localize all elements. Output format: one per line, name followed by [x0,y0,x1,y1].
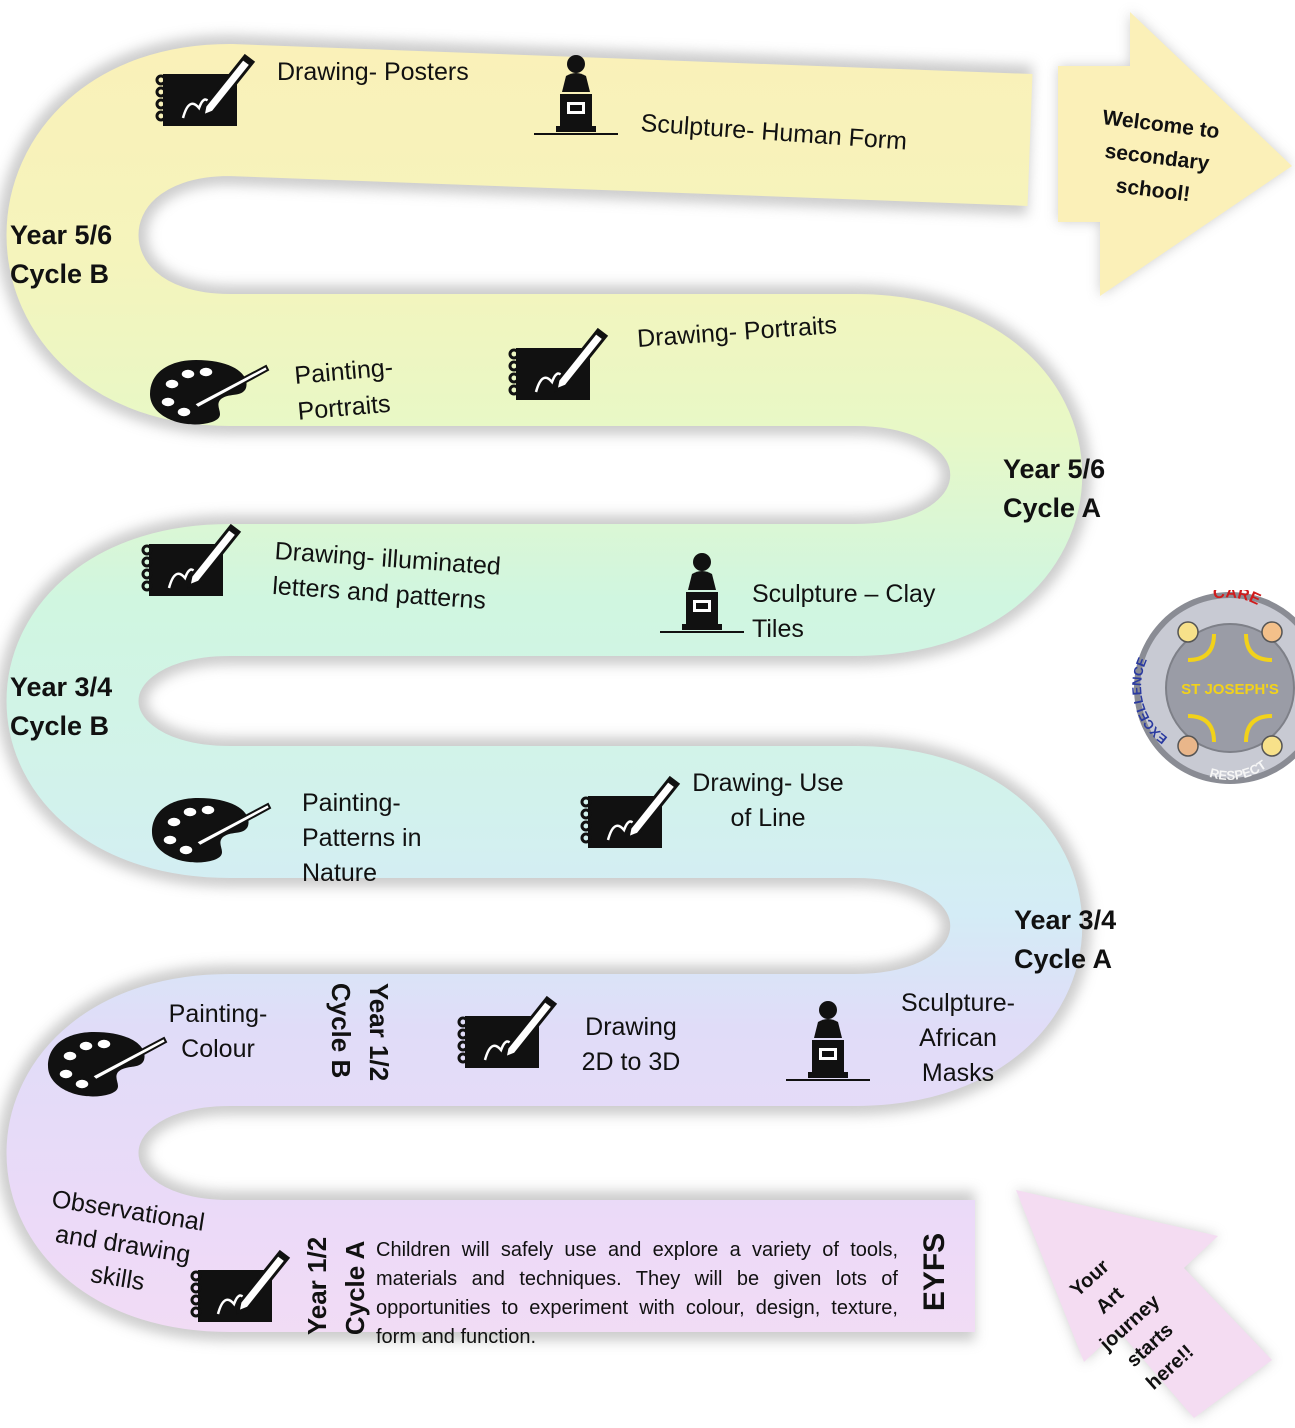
sketchbook-icon [190,1249,291,1322]
label-painting-portraits: Painting-Portraits [293,353,395,426]
paint-palette-icon [152,798,272,863]
badge-center-text: ST JOSEPH'S [1181,681,1279,698]
paint-palette-icon [48,1032,168,1097]
sketchbook-icon [508,327,609,400]
sculpture-bust-icon [660,553,744,633]
label-painting-colour: Painting-Colour [168,1000,268,1063]
welcome-arrow-text: Welcome to secondary school! [1101,106,1221,207]
sculpture-bust-icon [534,55,618,135]
label-drawing-posters: Drawing- Posters [277,58,469,86]
sketchbook-icon [155,53,256,126]
paint-palette-icon [150,360,270,425]
sculpture-bust-icon [786,1001,870,1081]
sketchbook-icon [141,523,242,596]
sketchbook-icon [457,995,558,1068]
badge-face-icons [1177,621,1283,757]
eyfs-label: EYFS [918,1232,951,1312]
eyfs-description: Children will safely use and explore a v… [376,1239,898,1348]
school-badge-logo: ST JOSEPH'S CARE EXCELLENCE RESPECT [1132,590,1295,784]
sketchbook-icon [580,775,681,848]
